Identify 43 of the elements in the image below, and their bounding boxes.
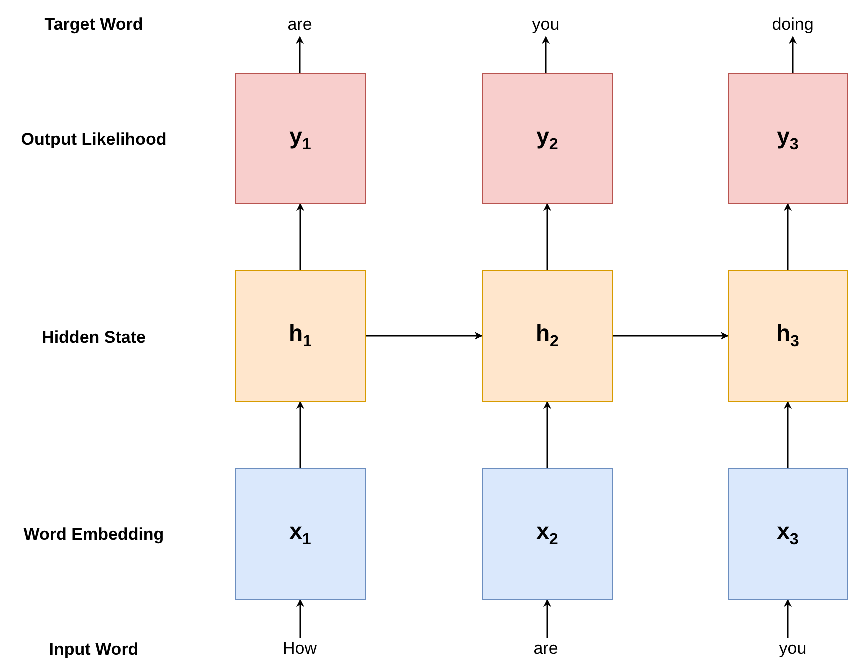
arrow [542, 36, 550, 73]
arrow [366, 332, 483, 340]
variable-label: h$_{3}$ [776, 320, 800, 352]
hidden-state-box [482, 270, 613, 402]
variable-label: h$_{1}$ [288, 320, 312, 352]
output-box [235, 73, 366, 204]
arrow [613, 332, 729, 340]
arrow [296, 36, 304, 73]
row-label: Target Word [44, 15, 144, 35]
arrow [296, 401, 304, 468]
arrow [789, 36, 797, 73]
variable-label: x$_{3}$ [777, 518, 799, 550]
variable-label: h$_{2}$ [536, 320, 559, 352]
word-label: How [265, 638, 335, 660]
output-box [482, 73, 613, 204]
word-label: are [511, 638, 581, 660]
variable-label: y$_{2}$ [536, 122, 558, 154]
arrow [544, 203, 552, 270]
arrow [296, 203, 304, 270]
row-label: Hidden State [42, 328, 146, 348]
arrow [296, 599, 304, 638]
embedding-box [235, 468, 366, 600]
variable-label: x$_{1}$ [290, 518, 312, 550]
embedding-box [482, 468, 613, 600]
row-label: Output Likelihood [21, 130, 167, 150]
word-label: doing [758, 13, 828, 37]
arrow [544, 599, 552, 638]
word-label: you [511, 13, 581, 37]
arrow [784, 599, 792, 638]
embedding-box [728, 468, 848, 600]
variable-label: x$_{2}$ [536, 518, 558, 550]
row-label: Input Word [49, 640, 139, 660]
row-label: Word Embedding [24, 525, 164, 545]
arrow [784, 401, 792, 468]
word-label: are [265, 13, 335, 37]
word-label: you [758, 638, 828, 660]
variable-label: y$_{3}$ [777, 122, 799, 154]
hidden-state-box [235, 270, 366, 402]
hidden-state-box [728, 270, 848, 402]
variable-label: y$_{1}$ [290, 122, 312, 154]
arrow [784, 203, 792, 270]
arrow [544, 401, 552, 468]
output-box [728, 73, 848, 204]
